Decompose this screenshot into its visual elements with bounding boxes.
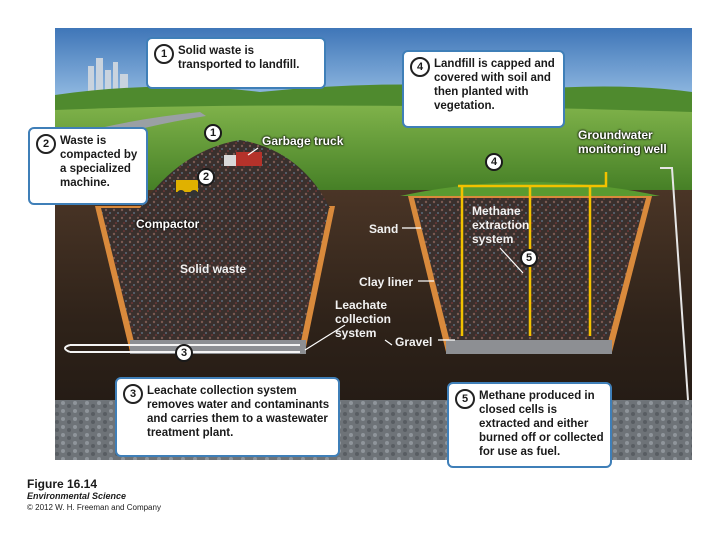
label-garbage-truck: Garbage truck: [262, 134, 343, 148]
callout-number: 5: [455, 389, 475, 409]
marker-3: 3: [175, 344, 193, 362]
label-compactor: Compactor: [136, 217, 199, 231]
callout-text: Solid waste is transported to landfill.: [178, 45, 299, 71]
callout-number: 3: [123, 384, 143, 404]
marker-4: 4: [485, 153, 503, 171]
label-groundwater-well: Groundwater monitoring well: [578, 128, 683, 156]
callout-1: 1 Solid waste is transported to landfill…: [146, 37, 326, 89]
callout-2: 2 Waste is compacted by a specialized ma…: [28, 127, 148, 205]
marker-5: 5: [520, 249, 538, 267]
label-gravel: Gravel: [395, 335, 432, 349]
marker-1: 1: [204, 124, 222, 142]
callout-text: Methane produced in closed cells is extr…: [479, 390, 604, 458]
callout-3: 3 Leachate collection system removes wat…: [115, 377, 340, 457]
callout-number: 1: [154, 44, 174, 64]
callout-text: Landfill is capped and covered with soil…: [434, 58, 555, 112]
label-clay-liner: Clay liner: [359, 275, 413, 289]
callout-5: 5 Methane produced in closed cells is ex…: [447, 382, 612, 468]
figure-copyright: © 2012 W. H. Freeman and Company: [27, 503, 161, 512]
marker-2: 2: [197, 168, 215, 186]
figure-book-title: Environmental Science: [27, 491, 126, 501]
callout-text: Leachate collection system removes water…: [147, 385, 329, 439]
label-leachate-system: Leachate collection system: [335, 298, 405, 340]
callout-number: 4: [410, 57, 430, 77]
callout-number: 2: [36, 134, 56, 154]
callout-4: 4 Landfill is capped and covered with so…: [402, 50, 565, 128]
callout-text: Waste is compacted by a specialized mach…: [60, 135, 137, 189]
label-methane-system: Methane extraction system: [472, 204, 544, 246]
label-solid-waste: Solid waste: [180, 262, 246, 276]
label-sand: Sand: [369, 222, 398, 236]
gravel-right: [446, 340, 612, 354]
figure-number: Figure 16.14: [27, 477, 97, 491]
